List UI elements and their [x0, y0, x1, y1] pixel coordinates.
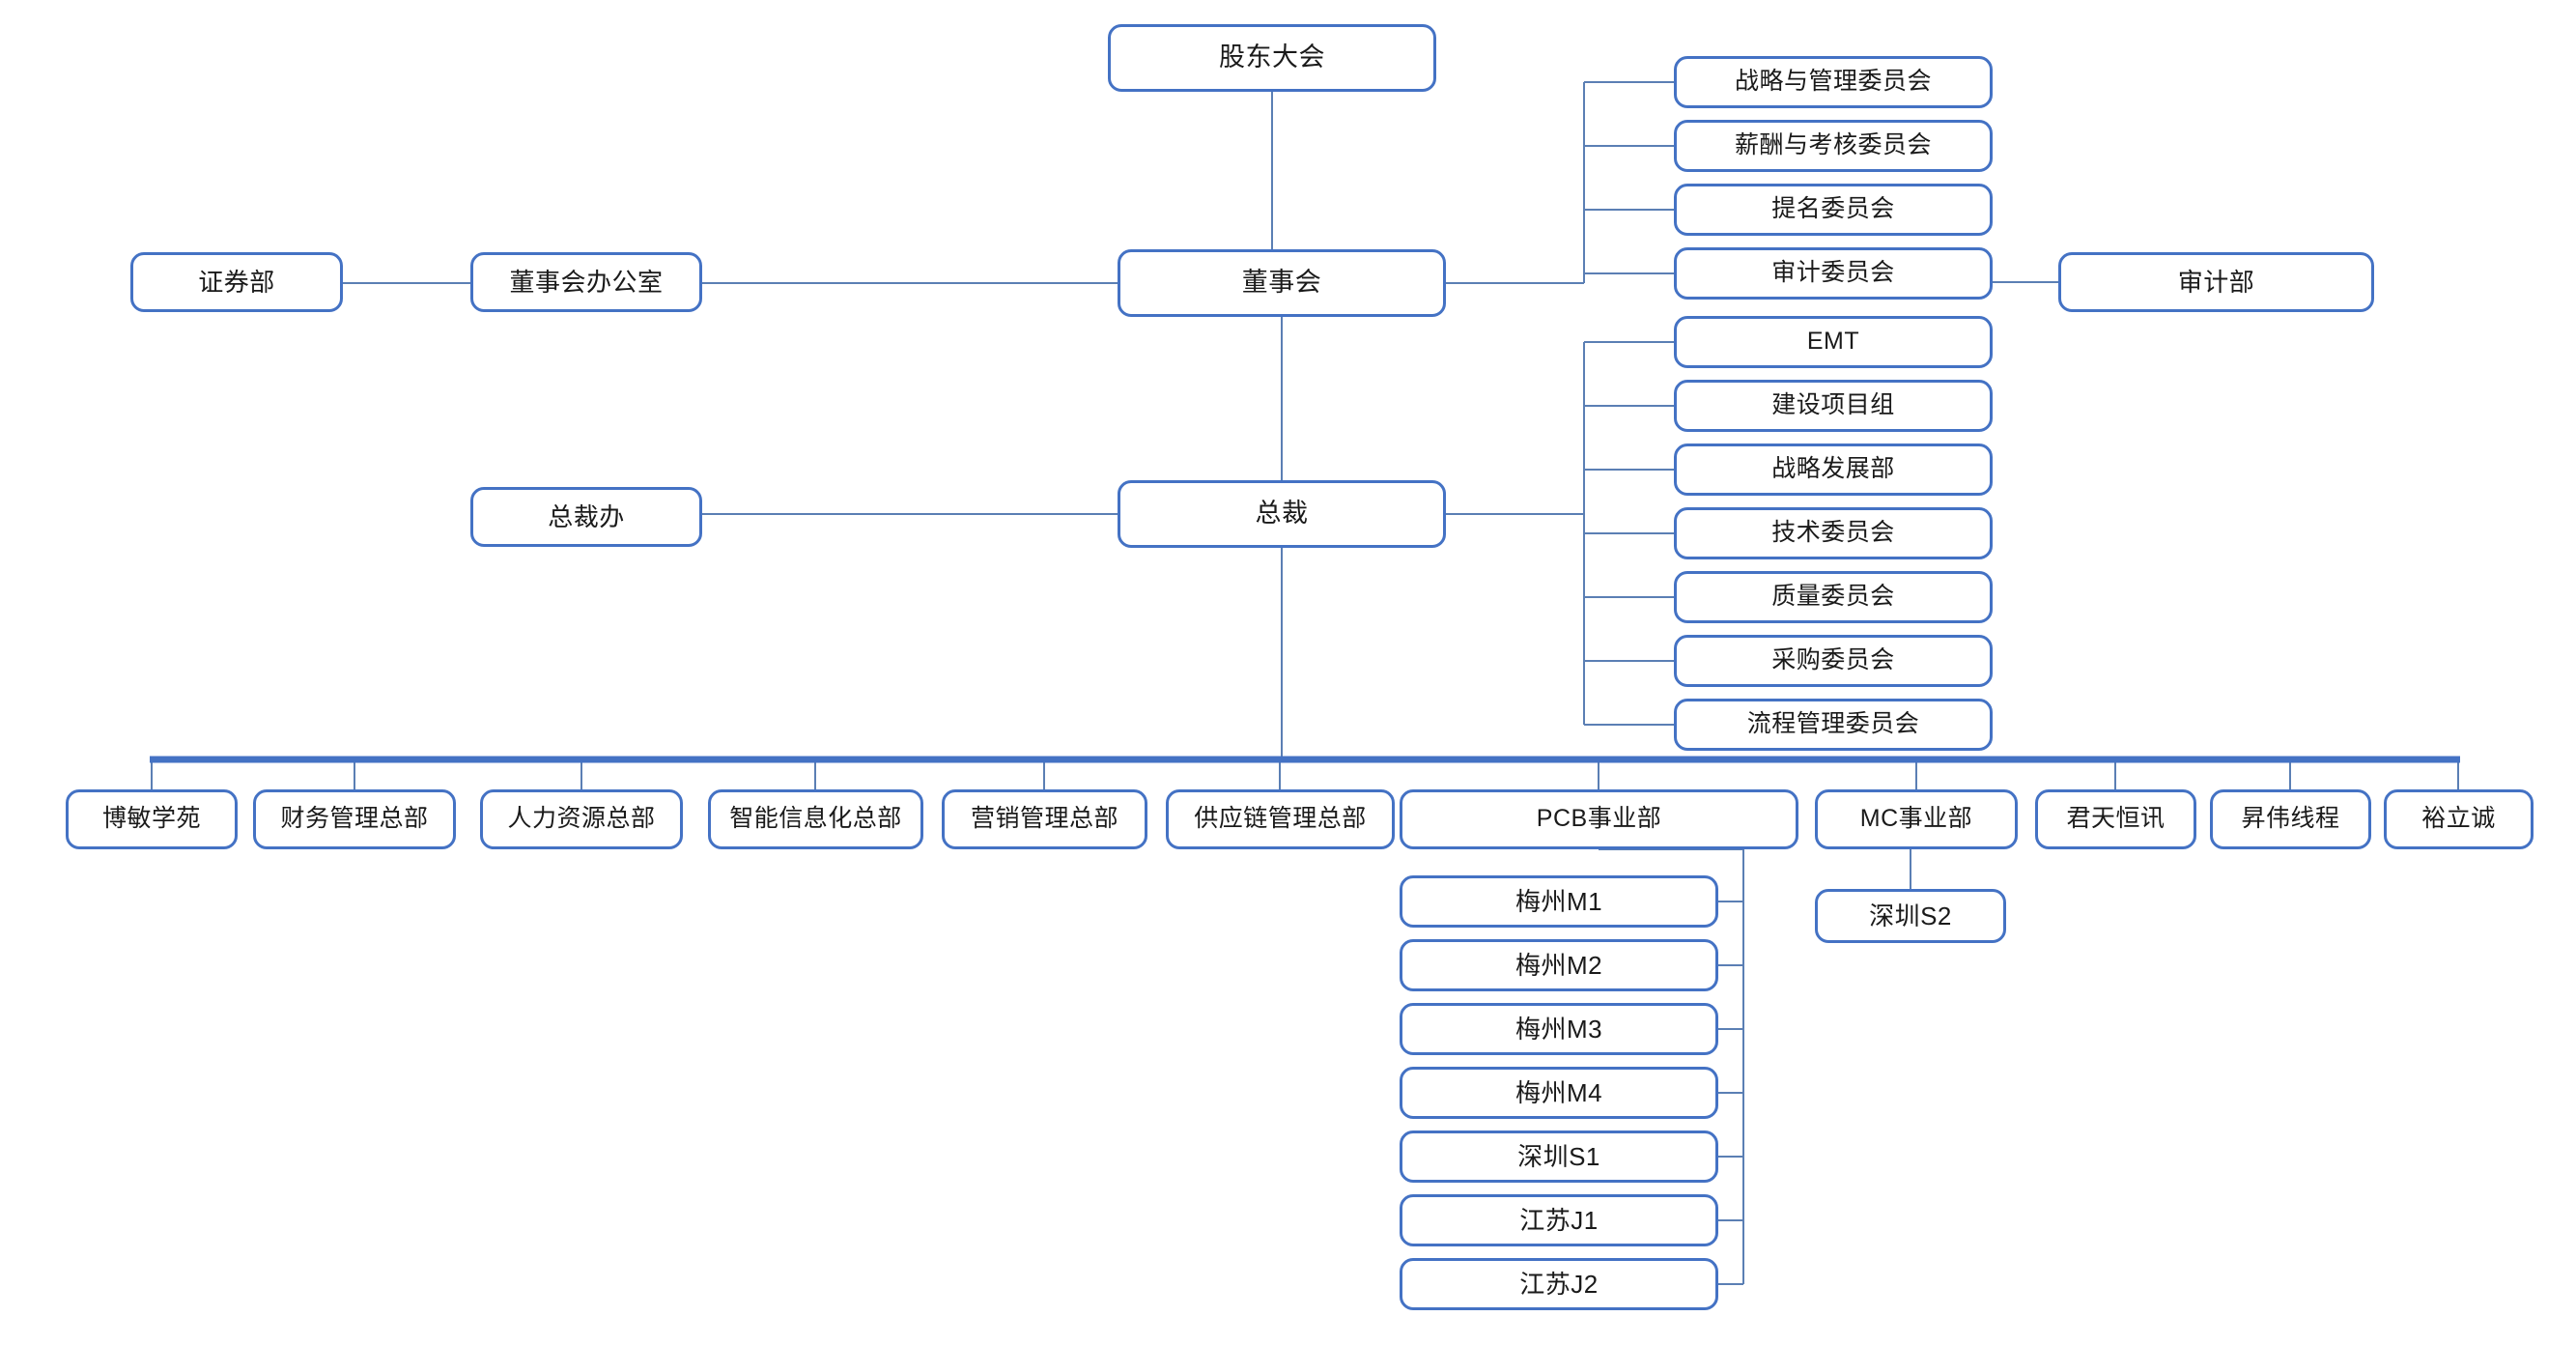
node-pcb-plant-5[interactable]: 江苏J1: [1400, 1194, 1718, 1246]
node-department-6[interactable]: PCB事业部: [1400, 789, 1798, 849]
node-president-committee-2[interactable]: 战略发展部: [1674, 444, 1993, 496]
node-pcb-plant-2[interactable]: 梅州M3: [1400, 1003, 1718, 1055]
node-pcb-plant-1[interactable]: 梅州M2: [1400, 939, 1718, 991]
node-president-office[interactable]: 总裁办: [470, 487, 702, 547]
node-board-committee-3[interactable]: 审计委员会: [1674, 247, 1993, 300]
node-president-committee-6[interactable]: 流程管理委员会: [1674, 699, 1993, 751]
node-board-office[interactable]: 董事会办公室: [470, 252, 702, 312]
node-department-1[interactable]: 财务管理总部: [253, 789, 456, 849]
node-department-9[interactable]: 昇伟线程: [2210, 789, 2371, 849]
node-pcb-plant-6[interactable]: 江苏J2: [1400, 1258, 1718, 1310]
node-department-4[interactable]: 营销管理总部: [942, 789, 1147, 849]
node-pcb-plant-0[interactable]: 梅州M1: [1400, 875, 1718, 928]
node-department-5[interactable]: 供应链管理总部: [1166, 789, 1395, 849]
node-pcb-plant-3[interactable]: 梅州M4: [1400, 1067, 1718, 1119]
node-department-3[interactable]: 智能信息化总部: [708, 789, 923, 849]
node-pcb-plant-4[interactable]: 深圳S1: [1400, 1130, 1718, 1183]
node-president-committee-3[interactable]: 技术委员会: [1674, 507, 1993, 559]
node-president[interactable]: 总裁: [1118, 480, 1446, 548]
node-department-10[interactable]: 裕立诚: [2384, 789, 2534, 849]
node-board-of-directors[interactable]: 董事会: [1118, 249, 1446, 317]
node-president-committee-0[interactable]: EMT: [1674, 316, 1993, 368]
node-shareholders-meeting[interactable]: 股东大会: [1108, 24, 1436, 92]
node-board-committee-1[interactable]: 薪酬与考核委员会: [1674, 120, 1993, 172]
node-department-8[interactable]: 君天恒讯: [2035, 789, 2196, 849]
node-audit-dept[interactable]: 审计部: [2058, 252, 2374, 312]
node-president-committee-1[interactable]: 建设项目组: [1674, 380, 1993, 432]
node-securities-dept[interactable]: 证券部: [130, 252, 343, 312]
node-president-committee-5[interactable]: 采购委员会: [1674, 635, 1993, 687]
node-president-committee-4[interactable]: 质量委员会: [1674, 571, 1993, 623]
node-department-2[interactable]: 人力资源总部: [480, 789, 683, 849]
node-board-committee-0[interactable]: 战略与管理委员会: [1674, 56, 1993, 108]
node-mc-plant-0[interactable]: 深圳S2: [1815, 889, 2006, 943]
node-department-7[interactable]: MC事业部: [1815, 789, 2018, 849]
node-board-committee-2[interactable]: 提名委员会: [1674, 184, 1993, 236]
node-department-0[interactable]: 博敏学苑: [66, 789, 238, 849]
